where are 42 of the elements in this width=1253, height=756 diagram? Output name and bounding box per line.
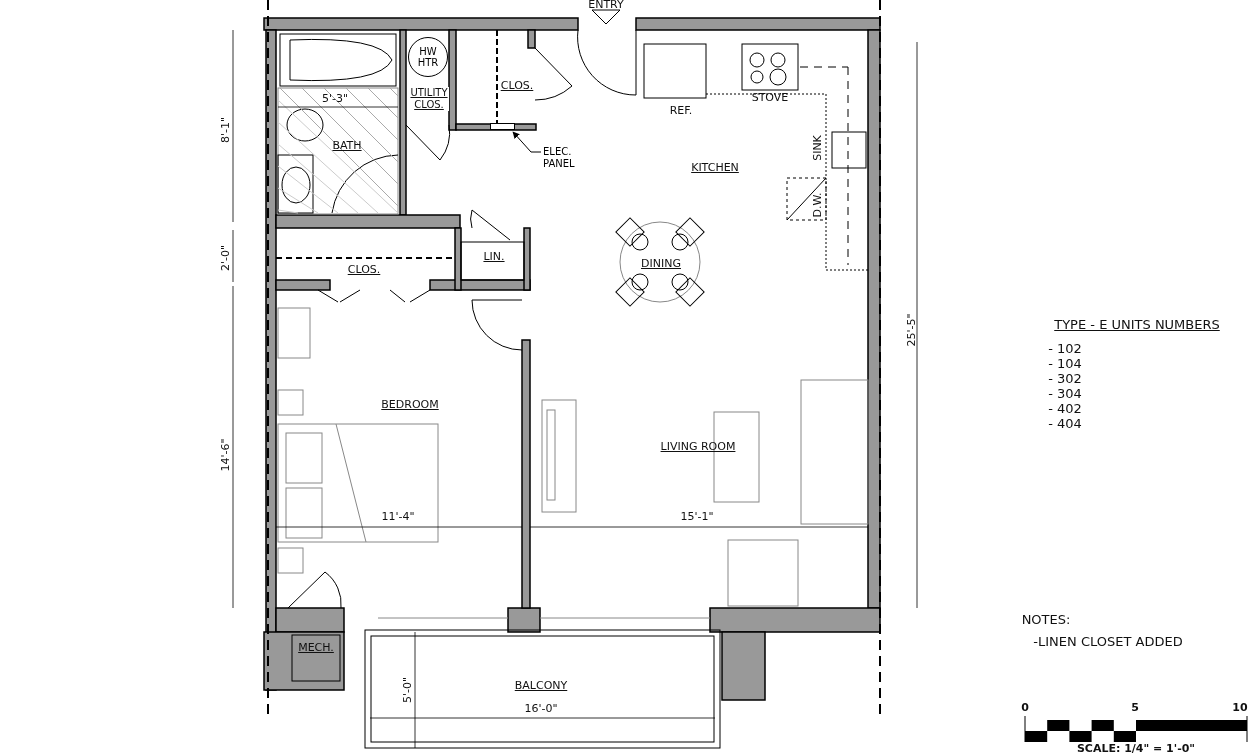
fixture-label: D.W. <box>812 192 824 218</box>
room-label: BEDROOM <box>381 399 439 411</box>
room-label: LIVING ROOM <box>660 441 736 453</box>
water-heater-circle: HW HTR <box>408 37 448 77</box>
room-label: BALCONY <box>514 680 568 692</box>
unit-number: - 102 <box>1048 343 1082 355</box>
note-text: -LINEN CLOSET ADDED <box>1033 636 1183 648</box>
unit-number: - 104 <box>1048 358 1082 370</box>
dimension-label: 8'-1" <box>220 116 232 144</box>
dimension-label: 11'-4" <box>381 511 415 523</box>
room-label: MECH. <box>298 642 334 654</box>
leader-line <box>512 131 542 153</box>
dimension-label: 5'-0" <box>402 676 414 704</box>
dimension-label: 14'-6" <box>220 438 232 472</box>
unit-list-heading: TYPE - E UNITS NUMBERS <box>1054 319 1220 331</box>
room-label: CLOS. <box>347 264 381 276</box>
callout-text: ELEC. PANEL <box>543 146 583 172</box>
room-label: CLOS. <box>500 80 534 92</box>
unit-number: - 302 <box>1048 373 1082 385</box>
dimension-label: 5'-3" <box>321 93 349 105</box>
dimension-label: 2'-0" <box>220 244 232 272</box>
scale-number: 5 <box>1131 702 1139 714</box>
dimension-label: 15'-1" <box>680 511 714 523</box>
scale-label: SCALE: 1/4" = 1'-0" <box>1076 743 1196 755</box>
room-label: LIN. <box>483 251 505 263</box>
unit-number: - 404 <box>1048 418 1082 430</box>
notes-heading: NOTES: <box>1021 614 1071 626</box>
room-label: KITCHEN <box>691 162 739 174</box>
fixture-label: SINK <box>812 135 824 161</box>
direction-label: ENTRY <box>588 0 624 11</box>
room-label: BATH <box>332 140 362 152</box>
fixture-label: REF. <box>669 105 693 117</box>
electrical-panel <box>490 123 515 130</box>
dimension-label: 25'-5" <box>906 313 918 347</box>
room-label: UTILITY CLOS. <box>409 87 449 111</box>
scale-number: 10 <box>1232 702 1248 714</box>
unit-number: - 402 <box>1048 403 1082 415</box>
fixture-label: STOVE <box>751 92 789 104</box>
dimension-label: 16'-0" <box>524 703 558 715</box>
room-label: DINING <box>641 258 681 270</box>
unit-number: - 304 <box>1048 388 1082 400</box>
scale-number: 0 <box>1021 702 1029 714</box>
